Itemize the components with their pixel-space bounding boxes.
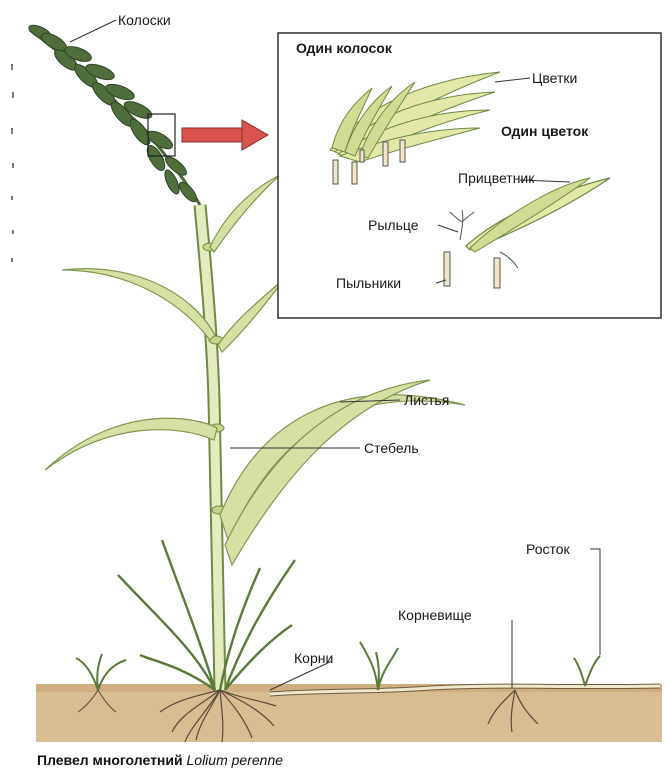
caption-latin-name: Lolium perenne	[187, 752, 284, 768]
label-bract: Прицветник	[458, 170, 534, 186]
label-anthers: Пыльники	[336, 275, 401, 291]
base-grass	[118, 540, 295, 690]
label-spikelets: Колоски	[118, 12, 171, 28]
margin-ticks	[12, 64, 13, 262]
label-sprout: Росток	[526, 541, 570, 557]
caption-common-name: Плевел многолетний	[37, 752, 183, 768]
label-rhizome: Корневище	[398, 607, 472, 623]
stem	[200, 205, 226, 690]
label-roots: Корни	[294, 650, 333, 666]
label-stigma: Рыльце	[368, 217, 419, 233]
label-one-spikelet: Один колосок	[296, 40, 392, 56]
figure-caption: Плевел многолетний Lolium perenne	[37, 752, 283, 768]
label-leaves: Листья	[404, 392, 449, 408]
label-one-flower: Один цветок	[501, 123, 588, 139]
zoom-arrow	[182, 120, 268, 150]
label-flowers: Цветки	[532, 70, 577, 86]
label-stem: Стебель	[364, 440, 419, 456]
